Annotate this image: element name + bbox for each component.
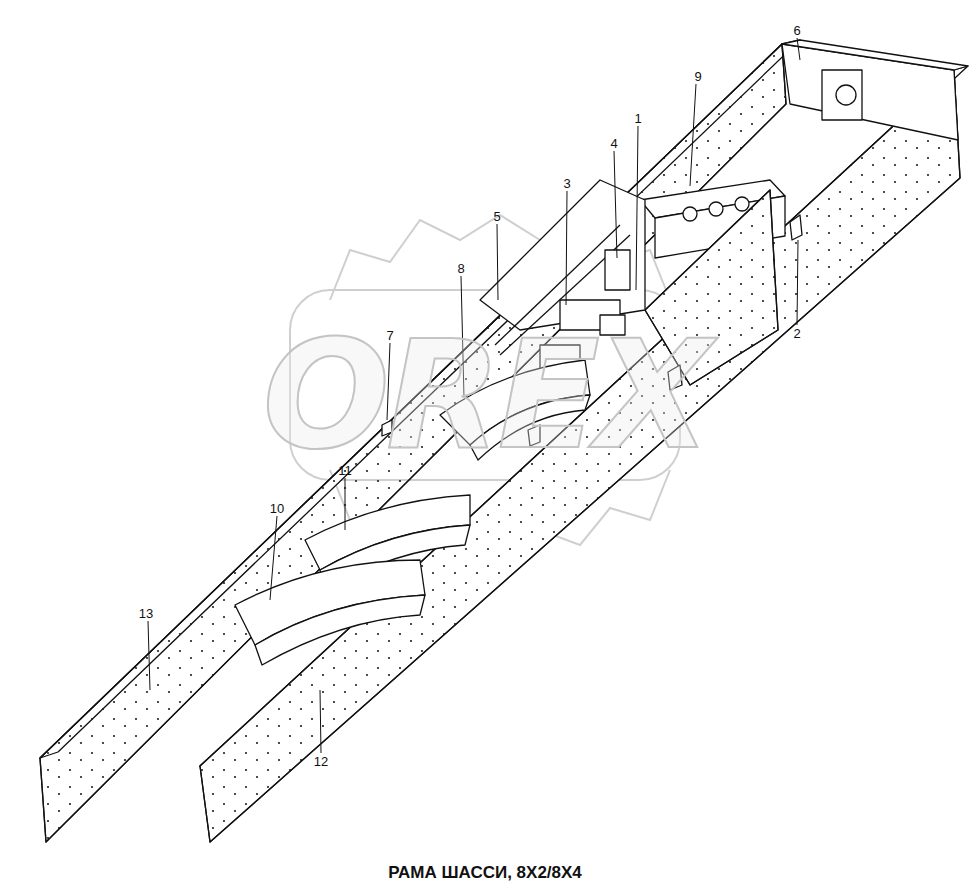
callout-number: 10: [270, 502, 284, 515]
callout-number: 13: [139, 607, 153, 620]
callout-number: 3: [563, 177, 570, 190]
callout-number: 4: [610, 137, 617, 150]
callout-number: 2: [793, 327, 800, 340]
callout-number: 1: [634, 112, 641, 125]
callout-number: 12: [314, 755, 328, 768]
callout-number: 5: [493, 210, 500, 223]
caption: РАМА ШАССИ, 8X2/8X4: [388, 863, 582, 883]
callout-number: 9: [694, 70, 701, 83]
watermark: OREX: [262, 320, 707, 470]
callout-number: 8: [457, 262, 464, 275]
callout-number: 6: [793, 24, 800, 37]
